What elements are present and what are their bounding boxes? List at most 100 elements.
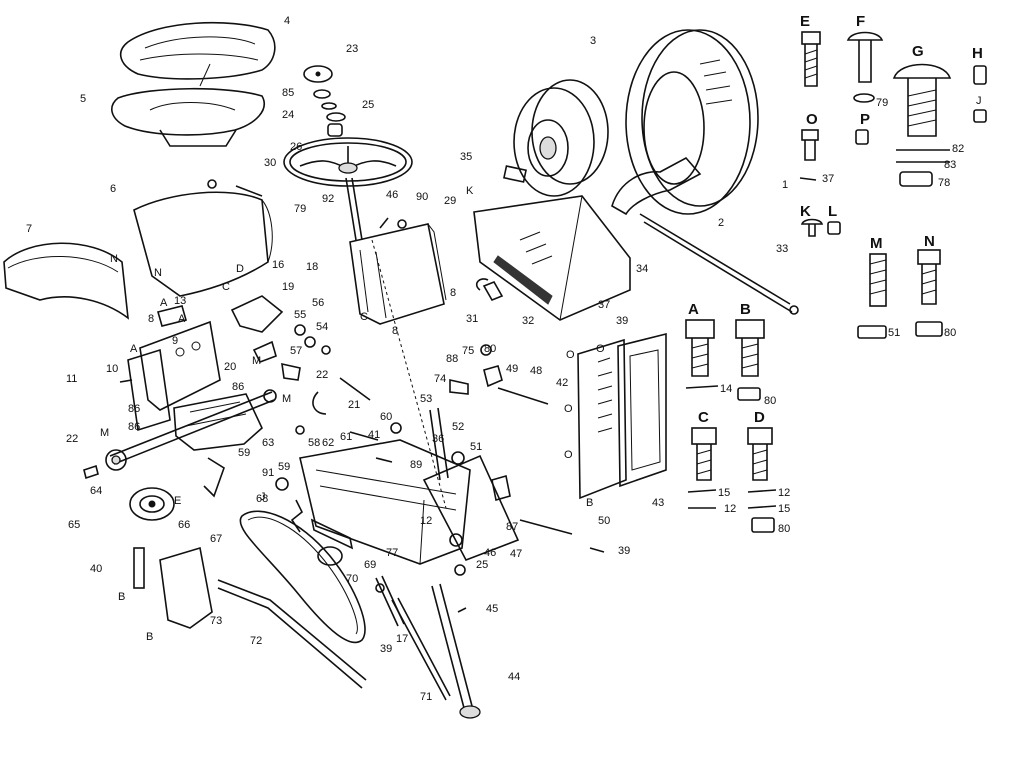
fastener-key-label: 79 [876,97,888,109]
callout-label: 32 [522,315,534,327]
callout-label: 86 [128,403,140,415]
callout-label: A [130,343,138,355]
callout-label: 39 [616,315,628,327]
callout-label: 33 [776,243,788,255]
callout-label: 46 [386,189,398,201]
callout-label: 43 [652,497,664,509]
callout-label: C [360,311,368,323]
callout-label: 64 [90,485,102,497]
callout-label: A [178,313,186,325]
callout-label: 48 [530,365,542,377]
callout-label: 31 [466,313,478,325]
callout-label: 10 [106,363,118,375]
fastener-key-label: 80 [778,523,790,535]
callout-label: 16 [272,259,284,271]
callout-label: 54 [316,321,328,333]
callout-label: 89 [410,459,422,471]
callout-label: 77 [386,547,398,559]
fork-bracket-2 [611,156,702,216]
callout-label: 56 [312,297,324,309]
callout-label: 49 [506,363,518,375]
callout-label: 39 [380,643,392,655]
fastener-key-label: 15 [778,503,790,515]
callout-label: 36 [432,433,444,445]
callout-label: 3 [590,35,596,47]
rear-panel [133,191,273,297]
rod-17 [375,575,405,627]
callout-label: 50 [598,515,610,527]
callout-label: 39 [618,545,630,557]
callout-label: 88 [446,353,458,365]
pedal-assembly [391,583,481,719]
transaxle [105,389,277,471]
callout-label: N [110,253,118,265]
steering-shaft [371,239,447,509]
callout-label: 12 [420,515,432,527]
callout-label: M [282,393,291,405]
mount-plate-47 [422,454,520,562]
callout-label: 4 [284,15,290,27]
callout-label: 8 [148,313,154,325]
bolt-64 [83,464,99,480]
rod-72 [217,579,367,689]
callout-label: 11 [66,373,77,385]
tie-rod [639,213,793,313]
callout-label: 79 [294,203,306,215]
callout-label: N [154,267,162,279]
callout-label: 55 [294,309,306,321]
callout-label: C [222,281,230,293]
callout-label: 90 [416,191,428,203]
callout-label: 7 [26,223,32,235]
fastener-key-label: F [856,13,865,30]
callout-label: 57 [290,345,302,357]
wheel-rim [513,79,609,197]
callout-label: 42 [556,377,568,389]
pulley [129,487,175,521]
callout-label: 52 [452,421,464,433]
fastener-key-label: 83 [944,159,956,171]
fastener-key-label: 12 [724,503,736,515]
fastener-key-label: 15 [718,487,730,499]
fastener-key-label: A [688,301,699,318]
callout-label: 26 [290,141,302,153]
callout-label: 21 [348,399,360,411]
fastener-key-label: P [860,111,870,128]
callout-label: 24 [282,109,294,121]
callout-label: D [236,263,244,275]
fastener-key-label: 82 [952,143,964,155]
fastener-key-label: H [972,45,983,62]
callout-label: 86 [128,421,140,433]
drive-belt [239,510,366,644]
callout-label: 13 [174,295,186,307]
callout-label: 85 [282,87,294,99]
hood [473,195,631,321]
side-panel [577,332,667,500]
callout-label: 22 [66,433,78,445]
belt-guard [159,546,213,629]
callout-label: O [596,343,605,355]
callout-label: 9 [172,335,178,347]
fastener-key-label: 12 [778,487,790,499]
callout-label: 17 [396,633,408,645]
shaft-36 [429,407,449,481]
callout-label: 37 [598,299,610,311]
fastener-key-label: C [698,409,709,426]
callout-label: 53 [420,393,432,405]
fastener-key-label: 80 [944,327,956,339]
callout-label: 61 [340,431,352,443]
callout-label: 2 [718,217,724,229]
fastener-key-label: B [740,301,751,318]
callout-label: 80 [484,343,496,355]
bracket-35 [503,165,527,183]
callout-label: O [566,349,575,361]
callout-label: 72 [250,635,262,647]
callout-label: 34 [636,263,648,275]
callout-label: 29 [444,195,456,207]
fastener-key-label: 14 [720,383,732,395]
fastener-key-label: 80 [764,395,776,407]
fastener-key-label: E [800,13,810,30]
callout-label: 63 [262,437,274,449]
callout-label: 20 [224,361,236,373]
